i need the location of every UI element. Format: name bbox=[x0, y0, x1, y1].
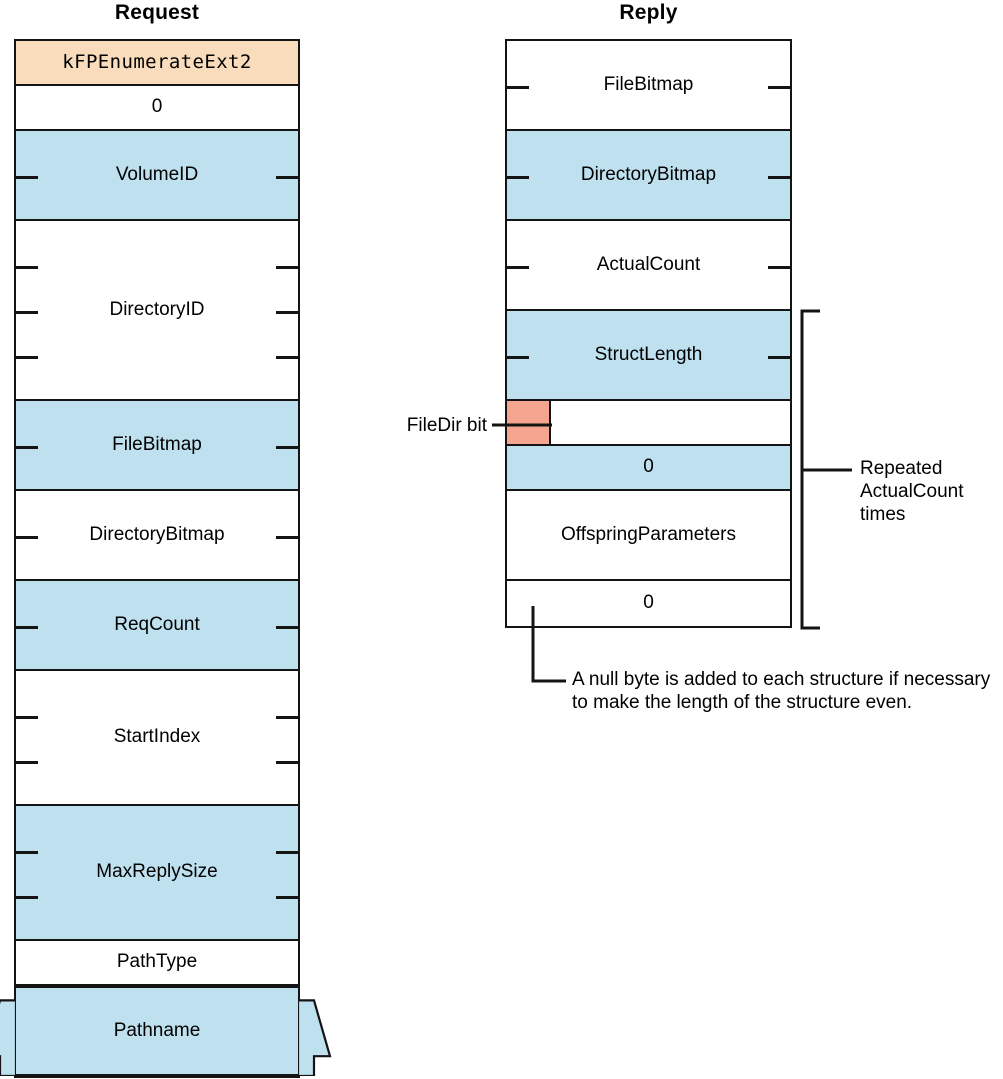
field-label: StartIndex bbox=[113, 726, 201, 748]
packet-field-maxreplysize: MaxReplySize bbox=[16, 806, 298, 941]
packet-field-filedir-bit-row bbox=[507, 401, 790, 446]
packet-field-0: 0 bbox=[507, 581, 790, 626]
packet-field-kfpenumerateext2: kFPEnumerateExt2 bbox=[16, 41, 298, 86]
continuation-tick-left bbox=[16, 446, 38, 449]
field-label: PathType bbox=[116, 951, 198, 973]
packet-field-filebitmap: FileBitmap bbox=[507, 41, 790, 131]
continuation-tick-right bbox=[768, 356, 790, 359]
field-label: ReqCount bbox=[114, 613, 200, 635]
packet-field-actualcount: ActualCount bbox=[507, 221, 790, 311]
packet-field-directorybitmap: DirectoryBitmap bbox=[16, 491, 298, 581]
continuation-tick-left bbox=[507, 266, 529, 269]
field-label: OffspringParameters bbox=[561, 523, 736, 545]
packet-field-directorybitmap: DirectoryBitmap bbox=[507, 131, 790, 221]
continuation-tick-right bbox=[768, 266, 790, 269]
torn-field-fill bbox=[16, 986, 298, 1076]
field-label: kFPEnumerateExt2 bbox=[62, 51, 252, 74]
continuation-tick-right bbox=[276, 536, 298, 539]
field-label: DirectoryID bbox=[109, 298, 205, 320]
packet-field-offspringparameters: OffspringParameters bbox=[507, 491, 790, 582]
field-label: 0 bbox=[643, 592, 654, 614]
continuation-tick-right bbox=[276, 446, 298, 449]
continuation-tick-left bbox=[16, 176, 38, 179]
repeated-actualcount-annotation: Repeated ActualCount times bbox=[860, 458, 964, 525]
packet-field-startindex: StartIndex bbox=[16, 671, 298, 806]
continuation-tick-left bbox=[16, 266, 38, 269]
field-label: ActualCount bbox=[596, 253, 701, 275]
continuation-tick-left bbox=[16, 536, 38, 539]
packet-field-pathtype: PathType bbox=[16, 941, 298, 986]
field-label: FileBitmap bbox=[112, 433, 202, 455]
packet-field-directoryid: DirectoryID bbox=[16, 221, 298, 401]
field-label: MaxReplySize bbox=[96, 861, 218, 883]
continuation-tick-right bbox=[276, 266, 298, 269]
packet-field-0: 0 bbox=[507, 446, 790, 491]
continuation-tick-left bbox=[16, 626, 38, 629]
field-label: FileBitmap bbox=[603, 73, 694, 95]
continuation-tick-left bbox=[16, 851, 38, 854]
continuation-tick-right bbox=[276, 311, 298, 314]
continuation-tick-left bbox=[16, 356, 38, 359]
field-label: DirectoryBitmap bbox=[89, 523, 225, 545]
torn-edge-right bbox=[298, 986, 332, 1076]
field-label: VolumeID bbox=[115, 163, 199, 185]
continuation-tick-right bbox=[768, 86, 790, 89]
packet-field-0: 0 bbox=[16, 86, 298, 131]
continuation-tick-right bbox=[768, 176, 790, 179]
torn-edge-left bbox=[0, 986, 16, 1076]
null-byte-annotation: A null byte is added to each structure i… bbox=[572, 669, 991, 713]
packet-field-reqcount: ReqCount bbox=[16, 581, 298, 671]
field-label: DirectoryBitmap bbox=[580, 163, 717, 185]
filedir-remainder-cell bbox=[551, 401, 790, 444]
field-label: 0 bbox=[643, 456, 654, 478]
field-label: 0 bbox=[151, 96, 163, 118]
continuation-tick-left bbox=[16, 716, 38, 719]
packet-field-filebitmap: FileBitmap bbox=[16, 401, 298, 491]
request-column-title: Request bbox=[114, 1, 200, 24]
field-label: StructLength bbox=[594, 343, 703, 365]
continuation-tick-left bbox=[507, 356, 529, 359]
filedir-bit-annotation: FileDir bit bbox=[406, 415, 487, 436]
continuation-tick-left bbox=[507, 176, 529, 179]
reply-column-title: Reply bbox=[619, 1, 678, 24]
continuation-tick-right bbox=[276, 176, 298, 179]
continuation-tick-right bbox=[276, 626, 298, 629]
continuation-tick-left bbox=[16, 761, 38, 764]
continuation-tick-right bbox=[276, 356, 298, 359]
continuation-tick-left bbox=[507, 86, 529, 89]
continuation-tick-right bbox=[276, 896, 298, 899]
filedir-bit-cell bbox=[507, 401, 551, 444]
continuation-tick-left bbox=[16, 896, 38, 899]
packet-field-pathname: Pathname bbox=[0, 986, 332, 1076]
packet-field-volumeid: VolumeID bbox=[16, 131, 298, 221]
packet-field-structlength: StructLength bbox=[507, 311, 790, 401]
continuation-tick-right bbox=[276, 761, 298, 764]
continuation-tick-right bbox=[276, 716, 298, 719]
repeated-bracket bbox=[800, 309, 820, 630]
continuation-tick-right bbox=[276, 851, 298, 854]
continuation-tick-left bbox=[16, 311, 38, 314]
